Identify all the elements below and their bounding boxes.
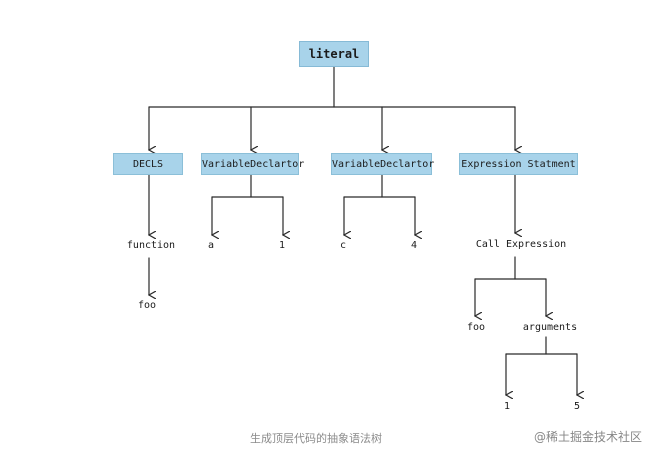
leaf-c: c — [339, 240, 347, 251]
leaf-function: function — [126, 240, 176, 251]
leaf-1-declarator: 1 — [278, 240, 286, 251]
leaf-arg-5: 5 — [573, 401, 581, 412]
node-expression-statement: Expression Statment — [459, 153, 578, 175]
leaf-arg-1: 1 — [503, 401, 511, 412]
node-variable-declarator-1: VariableDeclartor — [201, 153, 304, 175]
leaf-a: a — [207, 240, 215, 251]
node-variable-declarator-2: VariableDeclartor — [331, 153, 434, 175]
leaf-foo-decls: foo — [137, 300, 157, 311]
figure-caption: 生成顶层代码的抽象语法树 — [250, 432, 382, 445]
leaf-foo-callee: foo — [466, 322, 486, 333]
leaf-4-declarator: 4 — [410, 240, 418, 251]
watermark: @稀土掘金技术社区 — [533, 430, 642, 444]
node-decls: DECLS — [113, 153, 183, 175]
root-node-literal: literal — [299, 41, 369, 67]
leaf-arguments: arguments — [522, 322, 578, 333]
leaf-call-expression: Call Expression — [475, 239, 567, 250]
